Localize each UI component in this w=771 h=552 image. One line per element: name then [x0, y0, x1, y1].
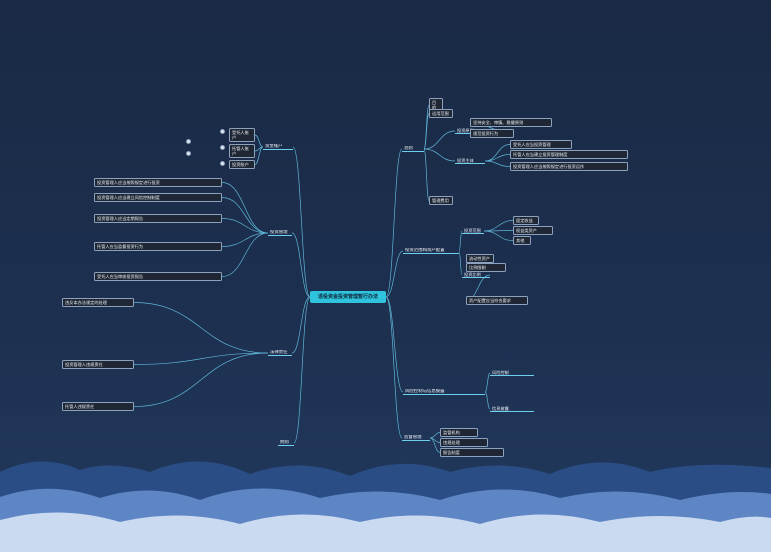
connector — [423, 148, 456, 162]
cloud-decoration — [0, 461, 771, 552]
connector — [484, 144, 511, 162]
connector — [484, 372, 491, 393]
node-mgmt-2[interactable]: 投资管理人应当建立风险控制制度 — [94, 193, 222, 202]
connector — [483, 220, 514, 232]
connector — [221, 218, 269, 234]
connector — [133, 352, 269, 407]
node-ratio-limit[interactable]: 比例限制 — [466, 263, 506, 272]
node-mgmt-3[interactable]: 投资管理人应当定期报告 — [94, 214, 222, 223]
node-invest-ratio[interactable]: 投资比例 — [462, 272, 490, 278]
marker-dot — [220, 161, 225, 166]
branch-legal[interactable]: 法律责任 — [268, 350, 292, 356]
node-legal-2[interactable]: 投资管理人违规责任 — [62, 360, 134, 369]
connector — [254, 146, 264, 165]
connector — [385, 250, 404, 298]
node-subject-3[interactable]: 投资管理人应当按照规定进行投资运作 — [510, 162, 628, 171]
node-violation[interactable]: 违规处理 — [440, 438, 488, 447]
branch-accounts[interactable]: 资金账户 — [263, 144, 293, 150]
marker-dot — [220, 145, 225, 150]
node-legal-3[interactable]: 托管人违规责任 — [62, 402, 134, 411]
root-node[interactable]: 退役资金投资管理暂行办法 — [310, 291, 386, 303]
node-subjects[interactable]: 投资主体 — [455, 158, 485, 164]
node-invest-scope[interactable]: 投资范围 — [462, 228, 484, 234]
node-principle-2[interactable]: 规范投资行为 — [470, 129, 514, 138]
branch-investment-mgmt[interactable]: 投资管理 — [268, 230, 292, 236]
node-reporting[interactable]: 报告制度 — [440, 448, 504, 457]
marker-dot — [220, 129, 225, 134]
node-scope[interactable]: 适用范围 — [429, 109, 453, 118]
connector — [423, 148, 430, 201]
node-risk[interactable]: 风险控制 — [490, 370, 534, 376]
node-fixed-income[interactable]: 固定收益 — [513, 216, 539, 225]
branch-risk-control[interactable]: 风险控制与信息披露 — [403, 389, 485, 395]
connector — [291, 296, 311, 354]
connector — [254, 134, 264, 148]
node-equity[interactable]: 权益类资产 — [513, 226, 553, 235]
node-custodian-account[interactable]: 托管人账户 — [229, 144, 255, 158]
connector — [484, 160, 511, 167]
connector — [221, 197, 269, 234]
node-regulator[interactable]: 监管机构 — [440, 428, 478, 437]
connector — [291, 232, 311, 298]
connector — [423, 113, 430, 150]
connector — [385, 296, 404, 393]
branch-general[interactable]: 总则 — [402, 146, 424, 152]
node-subject-2[interactable]: 托管人应当建立投资管理制度 — [510, 150, 628, 159]
node-mgmt-5[interactable]: 受托人应当审核投资报告 — [94, 272, 222, 281]
connector — [293, 296, 311, 444]
node-mgmt-4[interactable]: 托管人应当监督投资行为 — [94, 242, 222, 251]
marker-dot — [186, 139, 191, 144]
connector — [221, 232, 269, 247]
connector — [385, 148, 403, 298]
branch-appendix[interactable]: 附则 — [278, 440, 294, 446]
connector — [429, 432, 441, 439]
connector — [484, 391, 491, 410]
node-other[interactable]: 其他 — [513, 236, 531, 245]
connector — [458, 230, 463, 252]
node-invest-account[interactable]: 投资账户 — [229, 160, 255, 169]
node-mgmt-1[interactable]: 投资管理人应当按照规定进行投资 — [94, 178, 222, 187]
connector — [133, 352, 269, 365]
node-principle-1[interactable]: 坚持安全、审慎、稳健原则 — [470, 118, 552, 127]
connector — [385, 296, 403, 439]
connector — [423, 130, 456, 150]
connector — [133, 302, 269, 354]
connector — [221, 182, 269, 234]
node-trustee-account[interactable]: 受托人账户 — [229, 128, 255, 142]
connector — [483, 230, 514, 241]
connector — [484, 154, 511, 162]
node-disclosure[interactable]: 信息披露 — [490, 406, 534, 412]
node-liquid-assets[interactable]: 流动性资产 — [466, 254, 494, 263]
connector — [292, 146, 311, 298]
branch-supervision[interactable]: 监督管理 — [402, 435, 430, 441]
node-legal-1[interactable]: 违反本办法规定的处理 — [62, 298, 134, 307]
connector — [221, 232, 269, 277]
node-subject-1[interactable]: 受托人应当投资管理 — [510, 140, 572, 149]
branch-investment-scope[interactable]: 投资范围和资产配置 — [403, 248, 459, 254]
node-fees[interactable]: 管理费用 — [429, 196, 453, 205]
marker-dot — [186, 151, 191, 156]
connector — [458, 250, 463, 276]
connector — [429, 437, 441, 453]
node-allocation[interactable]: 资产配置应当符合要求 — [466, 296, 528, 305]
